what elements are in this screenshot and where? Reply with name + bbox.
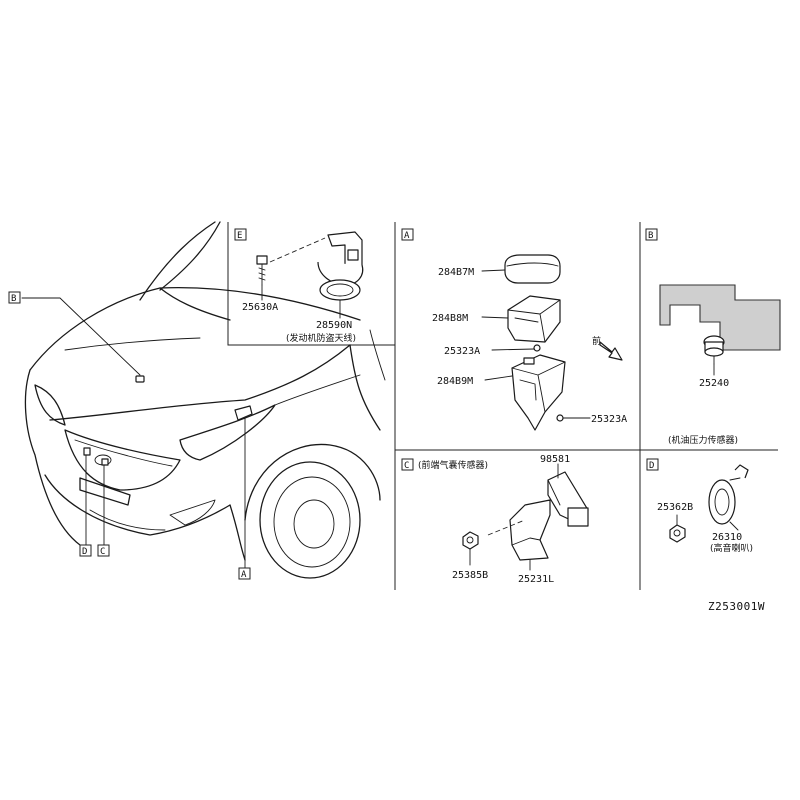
antenna-bracket-icon	[317, 231, 364, 301]
panel-b-caption: (机油压力传感器)	[668, 434, 738, 446]
car-leaders	[21, 297, 246, 569]
marker-a: A	[238, 567, 251, 580]
oil-pressure-sensor-icon	[703, 335, 725, 365]
panel-b-id: B	[648, 231, 653, 241]
panel-a-id: A	[404, 231, 410, 241]
panel-d-id-box	[646, 458, 659, 471]
panel-c-id: C	[404, 461, 409, 471]
diagram-code: Z253001W	[708, 600, 765, 613]
part-number-98581: 98581	[540, 454, 570, 465]
marker-c: C	[97, 544, 110, 557]
panel-b: B 25240 (机油压力传感器)	[645, 228, 781, 446]
panel-c-caption: (前端气囊传感器)	[418, 459, 488, 471]
panel-a-id-box	[401, 228, 414, 241]
panel-e-id: E	[237, 231, 242, 241]
fuse-box-bracket-icon	[511, 354, 566, 431]
front-label: 前	[592, 335, 601, 347]
svg-text:B: B	[11, 294, 16, 304]
part-note-28590N: (发动机防盗天线)	[286, 332, 356, 344]
part-number-28590N: 28590N	[316, 320, 352, 331]
part-number-25323A-upper: 25323A	[444, 346, 480, 357]
part-number-284B9M: 284B9M	[437, 376, 473, 387]
fuse-box-upper-icon	[507, 295, 561, 343]
part-number-284B8M: 284B8M	[432, 313, 468, 324]
panel-e-id-box	[234, 228, 247, 241]
panel-d-id: D	[649, 461, 654, 471]
panel-b-id-box	[645, 228, 658, 241]
part-number-25323A-lower: 25323A	[591, 414, 627, 425]
marker-d: D	[79, 544, 92, 557]
sensor-bracket-icon	[509, 499, 551, 561]
fuse-box-cover-icon	[504, 254, 561, 284]
front-arrow-icon	[599, 341, 623, 361]
horn-icon	[708, 464, 749, 525]
svg-text:C: C	[100, 547, 105, 557]
panel-frames	[227, 222, 778, 590]
part-number-25231L: 25231L	[518, 574, 554, 585]
part-number-284B7M: 284B7M	[438, 267, 474, 278]
horn-nut-icon	[669, 524, 686, 543]
panel-d: D 26310 (高音喇叭) 25362B	[646, 458, 753, 554]
panel-a: A 284B7M 284B8M 25323A 284B9	[401, 228, 627, 431]
part-note-26310: (高音喇叭)	[710, 542, 753, 554]
part-number-25240: 25240	[699, 378, 729, 389]
part-number-25630A: 25630A	[242, 302, 278, 313]
clip-icon	[533, 344, 541, 352]
airbag-sensor-icon	[547, 471, 589, 527]
panel-c: C (前端气囊传感器) 98581 25231L 25385B	[401, 454, 589, 585]
panel-c-id-box	[401, 458, 414, 471]
marker-b: B	[8, 291, 21, 304]
panel-e: E 25630A 28590N (发动机防盗天线)	[234, 228, 364, 344]
bolt-icon	[256, 255, 268, 286]
engine-block-icon	[659, 284, 781, 351]
nut-icon	[462, 531, 479, 550]
part-number-25362B: 25362B	[657, 502, 693, 513]
svg-text:A: A	[241, 570, 247, 580]
svg-text:D: D	[82, 547, 87, 557]
part-number-26310: 26310	[712, 532, 742, 543]
clip-icon-lower	[556, 414, 564, 422]
part-number-25385B: 25385B	[452, 570, 488, 581]
car-illustration	[24, 221, 386, 579]
